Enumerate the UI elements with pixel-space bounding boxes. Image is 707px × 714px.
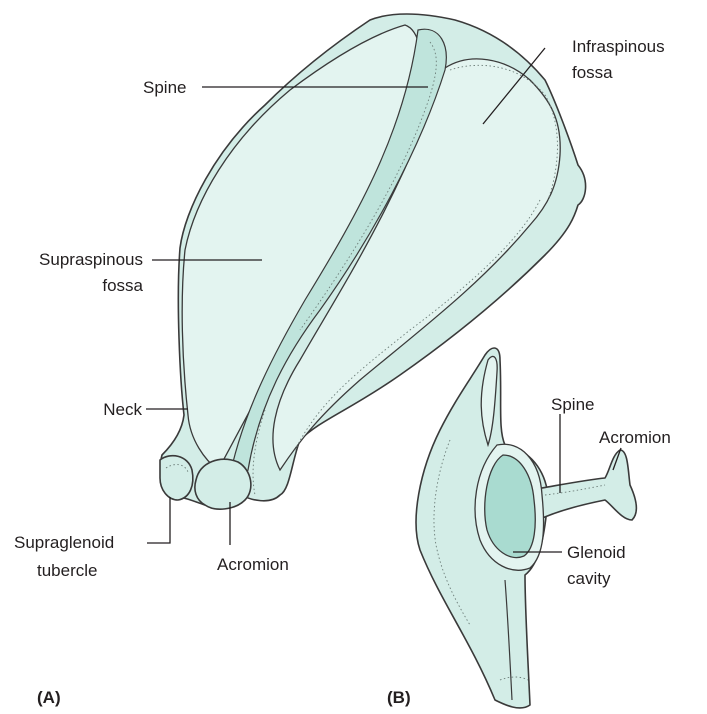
label-acromion-a: Acromion: [217, 555, 289, 574]
label-spine-a: Spine: [143, 78, 186, 97]
label-glenoid-1: Glenoid: [567, 543, 626, 562]
panel-label-a: (A): [37, 688, 61, 707]
label-infraspinous-2: fossa: [572, 63, 613, 82]
label-neck: Neck: [103, 400, 142, 419]
label-acromion-b: Acromion: [599, 428, 671, 447]
panel-label-b: (B): [387, 688, 411, 707]
scapula-lateral-view: [416, 348, 636, 708]
label-infraspinous-1: Infraspinous: [572, 37, 665, 56]
label-supraglenoid-1: Supraglenoid: [14, 533, 114, 552]
label-spine-b: Spine: [551, 395, 594, 414]
acromion-process-a: [195, 459, 251, 509]
supraglenoid-tubercle-shape: [160, 456, 193, 500]
label-supraspinous-2: fossa: [102, 276, 143, 295]
label-supraspinous-1: Supraspinous: [39, 250, 143, 269]
label-supraglenoid-2: tubercle: [37, 561, 97, 580]
scapula-posterior-view: [160, 14, 586, 509]
label-glenoid-2: cavity: [567, 569, 611, 588]
leader-supraglenoid: [147, 497, 170, 543]
